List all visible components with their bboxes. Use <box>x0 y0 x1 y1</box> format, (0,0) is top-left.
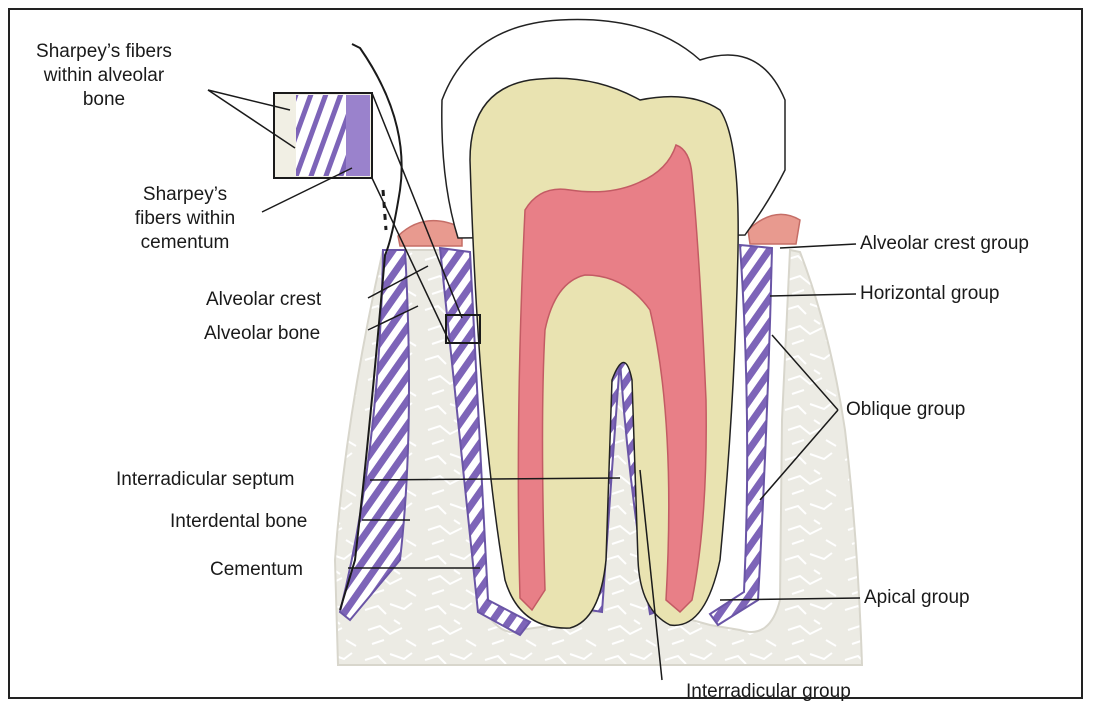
label-alveolar-crest-group: Alveolar crest group <box>860 232 1029 256</box>
label-interdental-bone: Interdental bone <box>170 510 307 534</box>
label-cementum: Cementum <box>210 558 303 582</box>
label-alveolar-crest: Alveolar crest <box>206 288 321 312</box>
label-line: Sharpey’s fibers <box>8 40 200 64</box>
label-horizontal-group: Horizontal group <box>860 282 999 306</box>
label-alveolar-bone: Alveolar bone <box>204 322 320 346</box>
label-line: fibers within <box>110 207 260 231</box>
gum-outline-dash <box>383 190 386 230</box>
label-line: Sharpey’s <box>110 183 260 207</box>
label-oblique-group: Oblique group <box>846 398 965 422</box>
label-line: cementum <box>110 231 260 255</box>
label-line: within alveolar <box>8 64 200 88</box>
label-interradicular-septum: Interradicular septum <box>116 468 294 492</box>
label-sharpey-bone: Sharpey’s fibers within alveolar bone <box>8 40 200 112</box>
label-interradicular-group: Interradicular group <box>686 680 851 704</box>
label-line: bone <box>8 88 200 112</box>
label-apical-group: Apical group <box>864 586 970 610</box>
label-sharpey-cementum: Sharpey’s fibers within cementum <box>110 183 260 255</box>
